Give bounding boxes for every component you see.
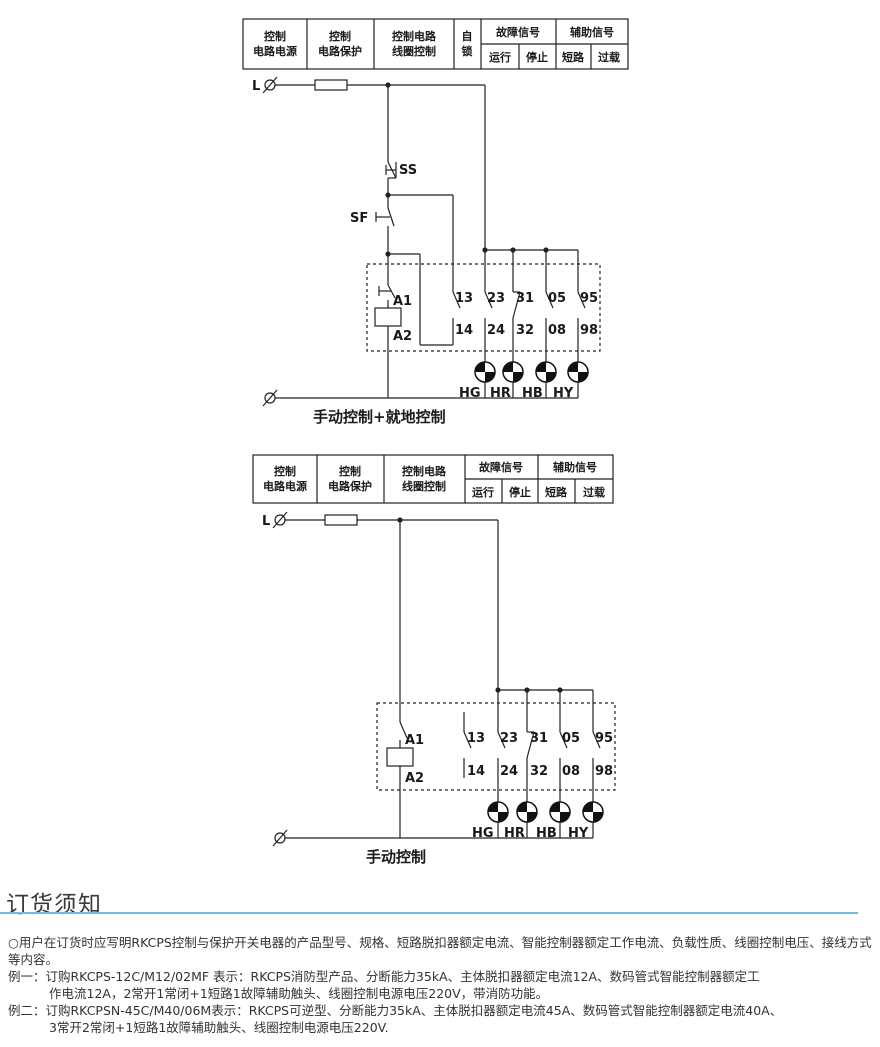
d1-term-13: 13	[455, 291, 473, 306]
d2-term-14: 14	[467, 764, 485, 779]
order-notes: ○用户在订货时应写明RKCPS控制与保护开关电器的产品型号、规格、短路脱扣器额定…	[8, 934, 876, 1036]
note-general: ○用户在订货时应写明RKCPS控制与保护开关电器的产品型号、规格、短路脱扣器额定…	[8, 935, 872, 967]
d1-hdr-col2-l1: 控制	[329, 29, 351, 43]
d2-term-08: 08	[562, 764, 580, 779]
d1-relay-box	[366, 263, 601, 352]
d1-term-95: 95	[580, 291, 598, 306]
d2-fuse	[324, 514, 358, 526]
d2-a2-label: A2	[405, 771, 424, 786]
d1-ss-label: SS	[399, 163, 417, 178]
d1-term-32: 32	[516, 323, 534, 338]
d2-caption: 手动控制	[366, 848, 426, 866]
d2-term-95: 95	[595, 731, 613, 746]
d1-lamp-label-hb: HB	[522, 386, 543, 401]
d2-lamp-label-hb: HB	[536, 826, 557, 841]
wiring-diagrams: 控制 电路电源 控制 电路保护 控制电路 线圈控制 自 锁 故障信号 辅助信号 …	[242, 18, 629, 866]
d1-hdr-fault: 故障信号	[496, 25, 540, 39]
d1-term-05: 05	[548, 291, 566, 306]
d2-coil	[386, 747, 414, 767]
d1-hdr-short: 短路	[562, 50, 585, 64]
note-example2-line2: 3常开2常闭+1短路1故障辅助触头、线圈控制电源电压220V.	[49, 1020, 389, 1035]
d2-hdr-overload: 过载	[583, 485, 605, 499]
d1-term-31: 31	[516, 291, 534, 306]
d2-lamp-hr	[516, 801, 538, 823]
d1-fuse	[314, 79, 348, 91]
d1-caption: 手动控制+就地控制	[313, 408, 446, 426]
d1-lamp-label-hr: HR	[490, 386, 511, 401]
d2-term-24: 24	[500, 764, 518, 779]
d1-line-label: L	[252, 79, 260, 94]
d2-hdr-col3-l2: 线圈控制	[402, 479, 446, 493]
d1-hdr-run: 运行	[489, 50, 511, 64]
d1-hdr-col2-l2: 电路保护	[318, 44, 362, 58]
d1-hdr-col4-l2: 锁	[462, 44, 473, 58]
d2-term-05: 05	[562, 731, 580, 746]
d1-hdr-overload: 过载	[598, 50, 620, 64]
d1-lamp-hb	[535, 361, 557, 383]
d1-lamp-label-hy: HY	[553, 386, 574, 401]
d2-hdr-aux: 辅助信号	[553, 460, 597, 474]
d2-hdr-col3-l1: 控制电路	[402, 464, 447, 478]
d2-lamp-hy	[582, 801, 604, 823]
d1-term-98: 98	[580, 323, 598, 338]
d1-hdr-col1-l2: 电路电源	[253, 44, 297, 58]
d2-hdr-short: 短路	[545, 485, 568, 499]
d1-lamp-label-hg: HG	[459, 386, 481, 401]
d1-a1-label: A1	[393, 294, 412, 309]
d2-hdr-run: 运行	[472, 485, 494, 499]
note-example1-line2: 作电流12A，2常开1常闭+1短路1故障辅助触头、线圈控制电源电压220V，带消…	[49, 986, 549, 1001]
d2-hdr-col1-l2: 电路电源	[263, 479, 307, 493]
d1-lamp-hy	[567, 361, 589, 383]
d1-hdr-col3-l2: 线圈控制	[392, 44, 436, 58]
d2-lamp-label-hy: HY	[568, 826, 589, 841]
d2-term-23: 23	[500, 731, 518, 746]
d2-term-31: 31	[530, 731, 548, 746]
d2-hdr-stop: 停止	[509, 485, 531, 499]
section-divider	[0, 912, 858, 914]
d1-hdr-col3-l1: 控制电路	[392, 29, 437, 43]
d2-a1-label: A1	[405, 733, 424, 748]
d1-term-24: 24	[487, 323, 505, 338]
note-example2-line1: 例二：订购RKCPSN-45C/M40/06M表示：RKCPS可逆型、分断能力3…	[8, 1003, 783, 1018]
d1-term-08: 08	[548, 323, 566, 338]
d1-lamp-hr	[502, 361, 524, 383]
d1-hdr-col1-l1: 控制	[264, 29, 286, 43]
d2-line-label: L	[262, 514, 270, 529]
d2-term-13: 13	[467, 731, 485, 746]
d2-lamp-hb	[549, 801, 571, 823]
d1-term-14: 14	[455, 323, 473, 338]
d2-lamp-hg	[487, 801, 509, 823]
d2-term-32: 32	[530, 764, 548, 779]
d2-lamp-label-hg: HG	[472, 826, 494, 841]
note-example1-line1: 例一：订购RKCPS-12C/M12/02MF 表示：RKCPS消防型产品、分断…	[8, 969, 760, 984]
d2-hdr-col2-l1: 控制	[339, 464, 361, 478]
d1-lamp-hg	[474, 361, 496, 383]
d2-relay-box	[376, 702, 616, 791]
d2-lamp-label-hr: HR	[504, 826, 525, 841]
d2-term-98: 98	[595, 764, 613, 779]
d1-hdr-stop: 停止	[526, 50, 548, 64]
d2-hdr-col1-l1: 控制	[274, 464, 296, 478]
d1-term-23: 23	[487, 291, 505, 306]
d2-hdr-fault: 故障信号	[479, 460, 523, 474]
d1-coil	[374, 307, 402, 327]
d1-hdr-aux: 辅助信号	[570, 25, 614, 39]
d2-hdr-col2-l2: 电路保护	[328, 479, 372, 493]
d1-sf-label: SF	[350, 211, 368, 226]
d1-a2-label: A2	[393, 329, 412, 344]
d1-hdr-col4-l1: 自	[462, 29, 473, 43]
